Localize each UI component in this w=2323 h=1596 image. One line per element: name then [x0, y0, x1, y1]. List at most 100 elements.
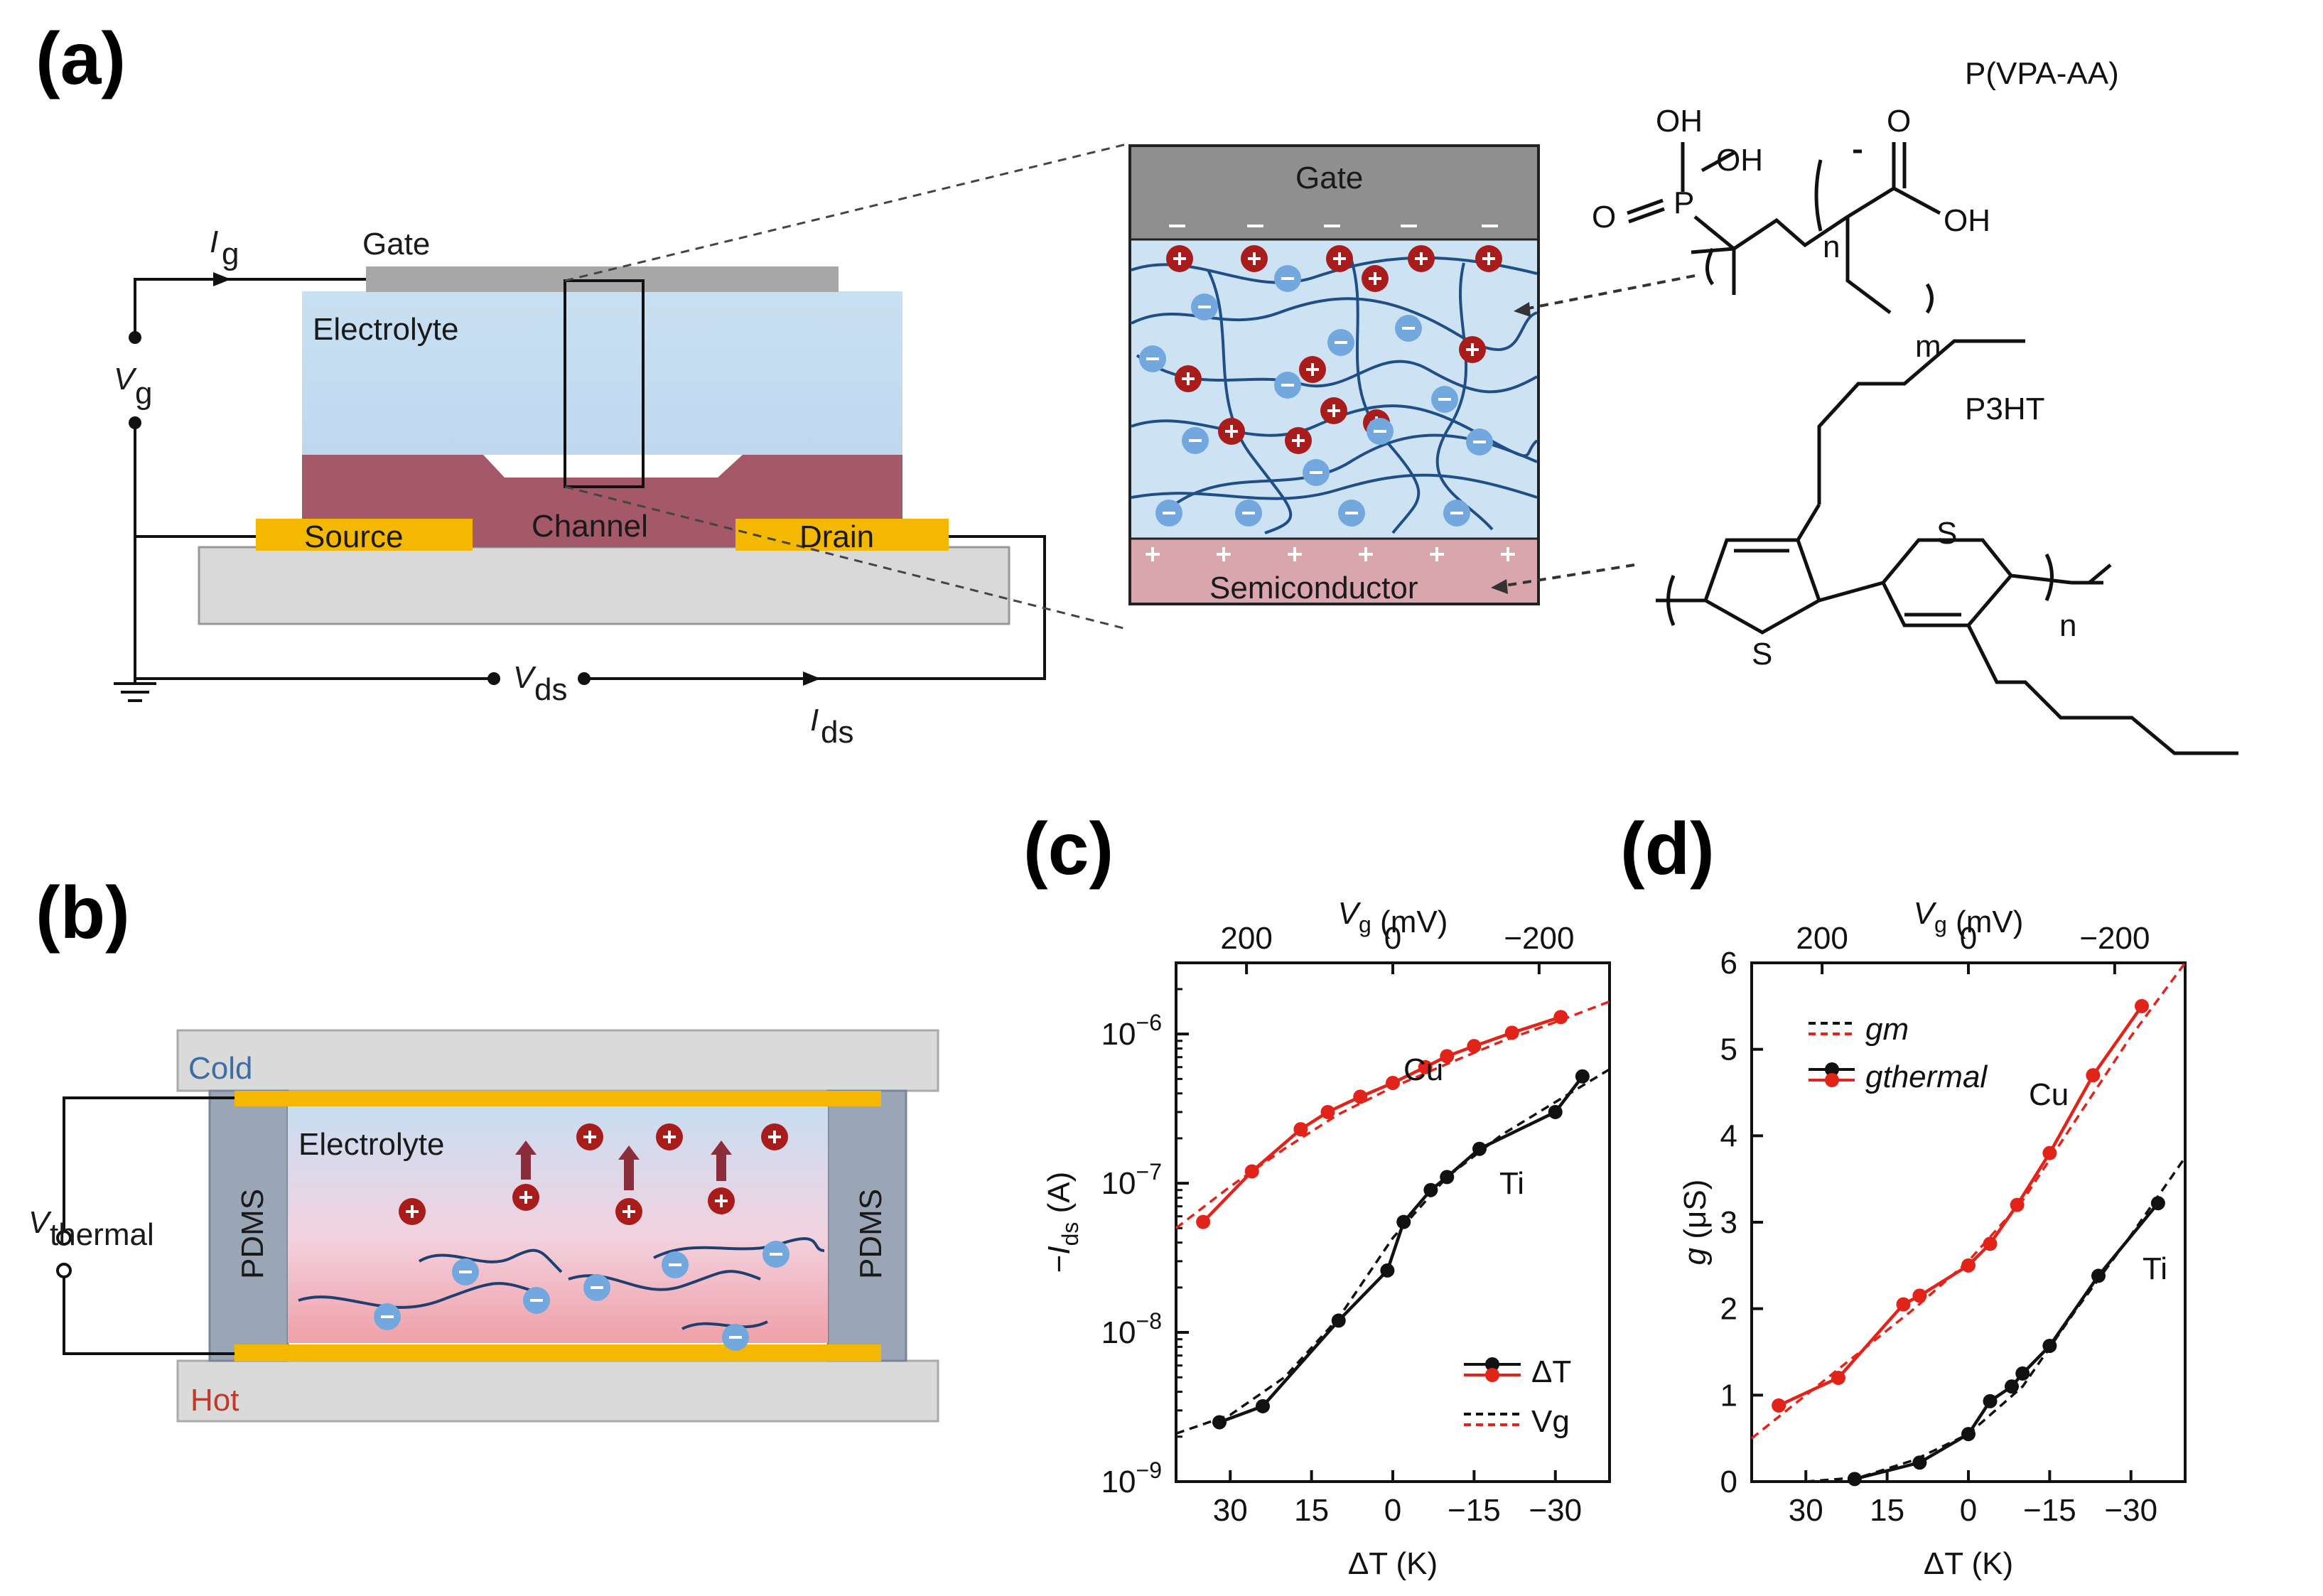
chart-d-annotation-ti: Ti — [2143, 1251, 2167, 1286]
ids-arrow — [803, 672, 821, 686]
chem-n-2: n — [2059, 608, 2076, 643]
chart-c-point — [1575, 1069, 1590, 1084]
chemical-structures: P(VPA-AA) P3HT OH OH O P O OH n m — [1592, 56, 2238, 755]
pvpa-aa-structure — [1627, 142, 1941, 314]
chart-d-xtick-label: 0 — [1960, 1493, 1977, 1528]
chart-c-point — [1396, 1214, 1411, 1229]
vds-subscript: ds — [534, 672, 567, 707]
chart-d-point — [1983, 1393, 1998, 1408]
chart-c-point — [1293, 1122, 1308, 1137]
chart-c-legend-vg: Vg — [1531, 1404, 1570, 1439]
chart-d-frame — [1750, 961, 2187, 1483]
chart-d-legend: gm gthermal — [1809, 1012, 1988, 1094]
cold-plate — [176, 1029, 939, 1092]
chart-c-legend-dt: ΔT — [1531, 1354, 1571, 1389]
electrolyte-label: Electrolyte — [313, 312, 458, 347]
vg-terminal-bottom — [129, 416, 141, 429]
chart-c-point — [1331, 1313, 1346, 1328]
chem-o-2: O — [1887, 104, 1911, 139]
vg-symbol: V — [114, 362, 137, 397]
chart-c-xtick-label: −30 — [1529, 1493, 1582, 1528]
chem-o-1: O — [1592, 200, 1616, 234]
vds-terminal-left — [487, 672, 500, 685]
pdms-left — [208, 1089, 289, 1362]
ig-arrow — [213, 272, 231, 286]
chart-c-xtick-label: 30 — [1213, 1493, 1248, 1528]
polymer-pointer-arrow — [1516, 274, 1696, 312]
semiconductor-pointer-arrow — [1495, 564, 1635, 588]
vds-terminal-right — [578, 672, 591, 685]
chem-oh-3: OH — [1944, 203, 1990, 238]
chart-d-x2tick-label: 0 — [1960, 921, 1977, 956]
thermal-anion-signs — [381, 1253, 782, 1339]
chart-d-point — [1961, 1258, 1976, 1273]
chart-d-x2tick-label: 200 — [1796, 921, 1848, 956]
chart-c-ylabel: −Ids (A) — [1042, 1172, 1083, 1273]
top-electrode — [235, 1091, 881, 1106]
pdms-right-label: PDMS — [853, 1189, 888, 1279]
panel-label-c: (c) — [1023, 808, 1114, 890]
chem-oh-2: OH — [1716, 143, 1763, 178]
vds-symbol: V — [513, 660, 537, 695]
channel-label: Channel — [532, 509, 648, 544]
drain-electrode — [735, 519, 949, 551]
thermal-cell-diagram: Cold Hot Electrolyte PDMS PDMS V thermal — [28, 1029, 939, 1423]
zoom-line-top — [564, 143, 1127, 282]
pdms-right — [826, 1089, 907, 1362]
chart-c-xtick-label: 0 — [1384, 1493, 1401, 1528]
chart-d-point — [1772, 1398, 1786, 1413]
chart-d-ytick-label: 2 — [1720, 1292, 1737, 1327]
chart-c-point — [1548, 1104, 1563, 1119]
thermal-cation-signs — [406, 1131, 781, 1218]
chart-d-point — [1896, 1297, 1911, 1312]
electrolyte-layer — [302, 291, 902, 455]
ig-subscript: g — [222, 237, 239, 271]
zoom-semiconductor — [1130, 539, 1538, 604]
zoom-inset: Gate Semiconductor — [1128, 144, 1696, 605]
vthermal-symbol: V — [28, 1205, 52, 1240]
ig-symbol: I — [210, 225, 218, 259]
chart-d-legend-gthermal: gthermal — [1865, 1059, 1988, 1094]
chart-c-point — [1320, 1104, 1335, 1119]
chart-c-ytick-label: 10−8 — [1101, 1308, 1162, 1350]
chart-d-point — [2091, 1268, 2106, 1283]
chart-d-point — [2086, 1068, 2101, 1083]
chart-d-legend-gm: gm — [1865, 1012, 1909, 1047]
chart-d-series-gm-fit-ti — [1806, 1156, 2187, 1483]
vg-terminal-top — [129, 331, 141, 344]
chem-m: m — [1915, 329, 1941, 364]
chem-n-1: n — [1823, 230, 1840, 264]
chart-d-xtick-label: 30 — [1789, 1493, 1823, 1528]
hot-plate — [176, 1359, 939, 1423]
zoom-semiconductor-label: Semiconductor — [1209, 571, 1418, 605]
chart-d-xlabel: ΔT (K) — [1924, 1546, 2013, 1581]
ids-subscript: ds — [821, 715, 853, 750]
chart-c-x2label: Vg (mV) — [1338, 896, 1448, 939]
chart-c-xlabel: ΔT (K) — [1348, 1546, 1438, 1581]
chart-c-series-vg-fit-cu — [1175, 1000, 1610, 1229]
chem-p: P — [1673, 185, 1694, 220]
chart-c-point — [1256, 1398, 1270, 1413]
semiconductor-surface-charges — [1146, 547, 1515, 561]
chart-d-point — [1847, 1472, 1862, 1487]
pdms-left-label: PDMS — [235, 1189, 270, 1279]
zoom-gate — [1130, 146, 1538, 239]
chart-d-series-cu — [1778, 1005, 2143, 1407]
vthermal-wire-bottom — [63, 1276, 235, 1355]
chart-c-xtick-label: 15 — [1294, 1493, 1329, 1528]
chart-d-ytick-label: 6 — [1720, 946, 1737, 981]
chart-d-point — [2135, 998, 2149, 1013]
chem-oh-1: OH — [1656, 104, 1703, 139]
panel-label-b: (b) — [36, 872, 130, 954]
chart-d-x2tick-label: −200 — [2079, 921, 2150, 956]
vthermal-subscript: thermal — [50, 1217, 154, 1252]
zoom-gate-label: Gate — [1295, 161, 1363, 195]
chem-s-2: S — [1936, 516, 1957, 551]
chart-c-x2tick-label: 200 — [1220, 921, 1272, 956]
chart-c-ytick-label: 10−9 — [1101, 1457, 1162, 1499]
panel-label-a: (a) — [36, 18, 126, 100]
chart-c-annotation-cu: Cu — [1403, 1052, 1443, 1087]
p3ht-name: P3HT — [1965, 392, 2044, 426]
cold-label: Cold — [188, 1051, 253, 1086]
